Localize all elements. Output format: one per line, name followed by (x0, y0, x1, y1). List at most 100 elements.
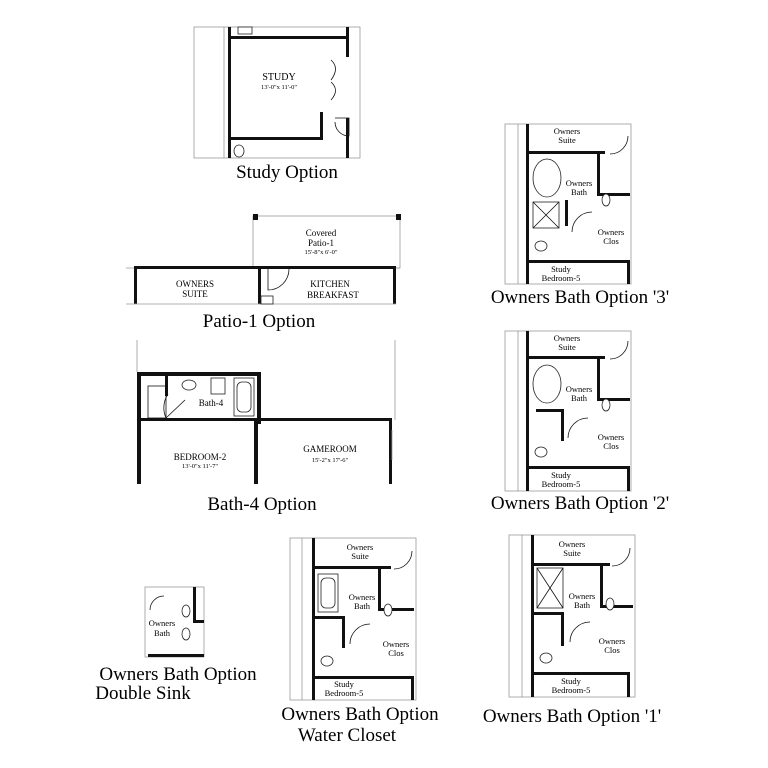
obo1-wc-wall (561, 612, 564, 646)
obo1-sink-icon (605, 597, 615, 611)
obo-wc-bath-inner-wall (315, 616, 345, 619)
owners-suite-label-line2: SUITE (182, 289, 208, 299)
obo2-caption: Owners Bath Option '2' (491, 493, 669, 514)
obo3-frame (504, 123, 632, 285)
obo-ds-sink1-icon (181, 604, 191, 618)
obo3-study-line2: Bedroom-5 (542, 273, 581, 283)
obo-wc-toilet-icon (320, 655, 334, 667)
study-toilet-icon (233, 144, 245, 158)
study-option-caption: Study Option (236, 162, 338, 183)
obo-wc-plan: Owners Suite Owners Bath Owners Clos Stu… (289, 537, 417, 701)
patio-post-left (253, 214, 258, 220)
obo-ds-bottom-wall (148, 654, 204, 657)
obo1-suite-line2: Suite (563, 548, 581, 558)
obo-wc-study-line2: Bedroom-5 (325, 688, 364, 698)
obo1-bath-line1: Owners (569, 591, 595, 601)
bath4-sink-icon (210, 377, 226, 395)
obo-wc-caption-line2: Water Closet (298, 725, 397, 746)
obo1-study-line1: Study (561, 676, 582, 686)
study-top-wall (231, 36, 349, 39)
obo2-wc-wall (561, 409, 564, 441)
obo1-bath-right-wall (600, 566, 603, 608)
obo2-clos-line2: Clos (603, 441, 619, 451)
study-closet-doors (330, 59, 336, 101)
patio-option-plan: Covered Patio-1 15'-8"x 6'-0" OWNERS SUI… (126, 214, 401, 305)
study-right-wall-lower (346, 118, 349, 158)
gameroom-room-dims: 15'-2"x 17'-6" (312, 457, 349, 464)
obo2-bath-line2: Bath (571, 393, 588, 403)
obo-wc-door-swing (349, 623, 371, 645)
bath4-right-wall (257, 372, 261, 424)
obo3-sink-icon (601, 193, 611, 207)
obo1-suite-door-swing (611, 547, 631, 567)
bath4-tub-inner (236, 381, 252, 413)
obo1-clos-line2: Clos (604, 645, 620, 655)
study-plan-frame (193, 26, 361, 159)
obo2-toilet-icon (534, 446, 548, 458)
obo-wc-bath-right-wall (378, 569, 381, 611)
obo2-study-line2: Bedroom-5 (542, 479, 581, 489)
bath4-closet (147, 385, 167, 419)
obo-ds-right-ledge (196, 620, 204, 623)
obo1-caption: Owners Bath Option '1' (483, 706, 661, 727)
obo-ds-caption-line2: Double Sink (95, 683, 191, 704)
patio-left-wall (134, 266, 137, 304)
bedroom2-room-name: BEDROOM-2 (174, 452, 227, 462)
gameroom-room-name: GAMEROOM (303, 444, 357, 454)
study-fixture-icon (237, 26, 253, 35)
obo3-bath-inner-wall (565, 200, 568, 226)
study-left-wall (228, 27, 231, 158)
study-room-name: STUDY (262, 72, 295, 83)
bath4-toilet-icon (181, 379, 197, 391)
obo3-bath-line2: Bath (571, 187, 588, 197)
obo2-suite-line1: Owners (554, 333, 580, 343)
obo2-bath-inner-wall (536, 409, 564, 412)
obo-ds-sink2-icon (181, 627, 191, 641)
obo3-suite-line2: Suite (558, 135, 576, 145)
bedroom2-room-dims: 13'-0"x 11'-7" (182, 463, 218, 470)
patio-name-line2: Patio-1 (308, 238, 334, 248)
obo3-clos-line2: Clos (603, 236, 619, 246)
obo1-bottom-wall (534, 672, 630, 675)
obo-ds-caption-line1: Owners Bath Option (99, 664, 257, 685)
obo-wc-left-wall (312, 538, 315, 700)
obo2-frame (504, 330, 632, 492)
obo1-frame (508, 534, 636, 698)
obo2-suite-line2: Suite (558, 342, 576, 352)
obo1-clos-top-wall (603, 605, 633, 608)
obo-wc-top-wall (315, 566, 391, 569)
obo-wc-frame (289, 537, 417, 701)
obo1-bath-inner-wall (534, 612, 564, 615)
obo3-clos-top-wall (600, 193, 630, 196)
patio-door-swing (267, 268, 290, 291)
obo-wc-bath-line1: Owners (349, 592, 375, 602)
obo2-bath-right-wall (597, 359, 600, 401)
obo2-bath-line1: Owners (566, 384, 592, 394)
obo2-study-line1: Study (551, 470, 572, 480)
obo3-bath-right-wall (597, 154, 600, 196)
obo1-right-wall (627, 672, 630, 697)
study-closet-wall (320, 112, 323, 140)
obo3-shower-drain (532, 201, 560, 229)
bath4-bottom-wall (141, 418, 261, 421)
obo1-clos-line1: Owners (599, 636, 625, 646)
patio-fixture-icon (260, 295, 274, 305)
kitchen-label-line2: BREAKFAST (307, 290, 359, 300)
obo2-clos-line1: Owners (598, 432, 624, 442)
obo-ds-door-swing (149, 595, 165, 611)
bedroom-gameroom-wall (254, 418, 258, 484)
obo2-tub-icon (532, 364, 562, 404)
obo-ds-right-wall (193, 587, 196, 623)
obo1-plan: Owners Suite Owners Bath Owners Clos Stu… (508, 534, 636, 698)
obo-wc-clos-top-wall (381, 608, 414, 611)
obo1-door-swing (569, 621, 591, 643)
obo3-suite-line1: Owners (554, 126, 580, 136)
patio-option-caption: Patio-1 Option (203, 311, 316, 332)
obo-wc-tub-inner (320, 577, 336, 609)
obo-wc-study-line1: Study (334, 679, 355, 689)
obo1-bath-line2: Bath (574, 600, 591, 610)
obo-wc-bottom-wall (315, 676, 414, 679)
study-room-dims: 13'-0"x 11'-0" (261, 84, 297, 91)
bath4-option-caption: Bath-4 Option (207, 494, 317, 515)
